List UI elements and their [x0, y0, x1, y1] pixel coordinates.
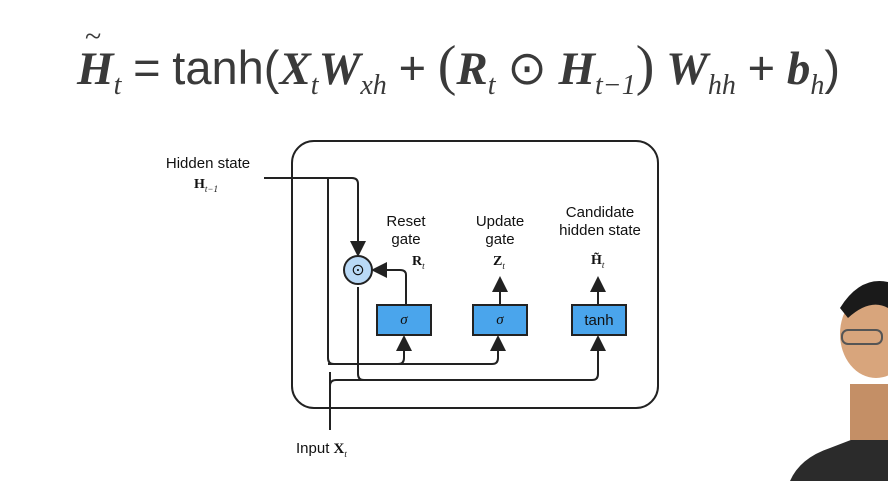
eq-plus-2: +	[747, 41, 776, 94]
eq-x: X	[279, 43, 311, 95]
eq-odot: ⊙	[507, 41, 547, 94]
hidden-state-label: Hidden state	[165, 155, 251, 172]
eq-w-hh: W	[666, 43, 708, 95]
update-gate-symbol: Zt	[493, 254, 505, 271]
gru-cell-border	[291, 140, 659, 409]
eq-rparen: )	[635, 35, 655, 97]
eq-r: R	[456, 43, 488, 95]
update-gate-sigma-box: σ	[472, 304, 528, 336]
input-wire	[329, 335, 606, 430]
presenter-video-thumbnail	[790, 281, 888, 481]
reset-feed	[328, 335, 412, 365]
reset-to-odot	[371, 262, 407, 304]
reset-gate-sigma-box: σ	[376, 304, 432, 336]
eq-b: b	[786, 43, 811, 95]
hidden-state-wire	[264, 177, 366, 257]
eq-equals: =	[133, 41, 161, 94]
elementwise-product-op: ⊙	[343, 255, 373, 285]
input-label: Input Xt	[296, 440, 347, 459]
eq-h-prev: H	[558, 43, 596, 95]
eq-lparen: (	[437, 35, 457, 97]
candidate-symbol: H̃t	[591, 253, 605, 270]
eq-close: )	[824, 41, 841, 94]
hidden-state-symbol: Ht−1	[194, 177, 218, 194]
eq-w-xh: W	[318, 43, 361, 95]
eq-tanh: tanh(	[172, 41, 280, 94]
eq-plus: +	[398, 41, 427, 94]
hidden-state-branch	[327, 178, 506, 365]
candidate-tanh-box: tanh	[571, 304, 627, 336]
reset-gate-symbol: Rt	[412, 254, 425, 271]
eq-h-tilde: H	[77, 20, 114, 96]
odot-to-tanh	[357, 287, 365, 381]
